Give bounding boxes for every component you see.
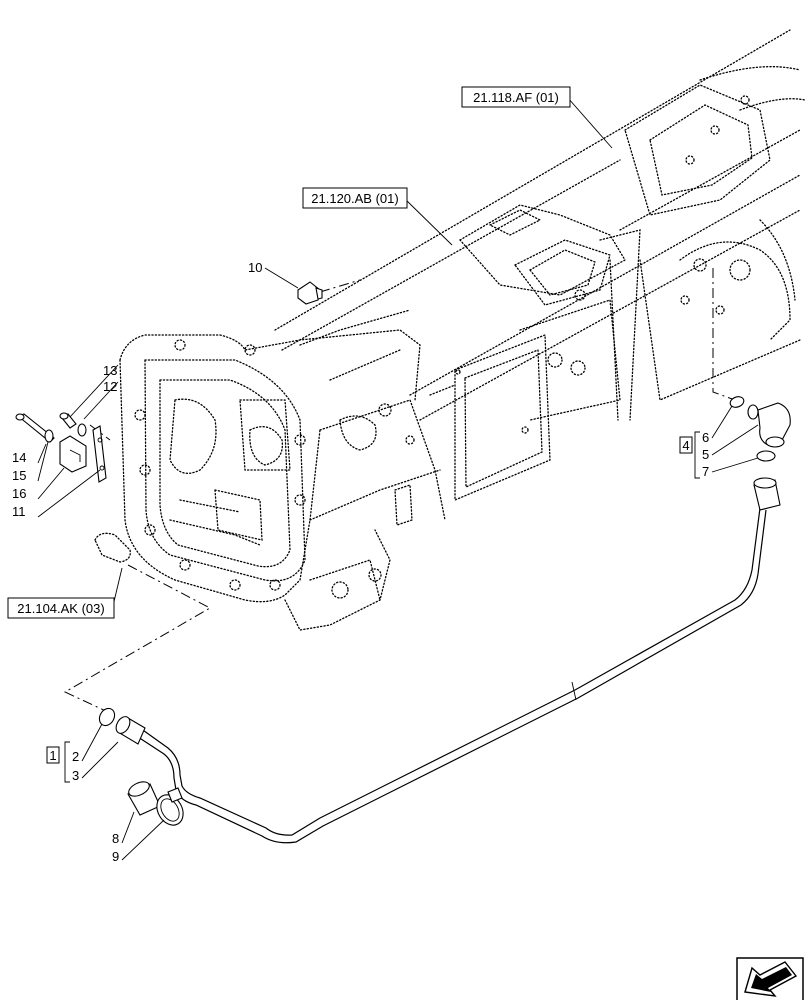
elbow-fitting bbox=[747, 402, 791, 448]
group-box-4 bbox=[679, 436, 693, 454]
arrow-back-icon[interactable] bbox=[736, 957, 804, 1000]
callout-3: 3 bbox=[72, 768, 79, 783]
o-ring-lower bbox=[756, 450, 776, 462]
o-ring-upper bbox=[729, 396, 745, 408]
hose-sleeve bbox=[127, 781, 161, 816]
callout-10: 10 bbox=[248, 260, 262, 275]
callout-11: 11 bbox=[12, 504, 26, 519]
callout-15: 15 bbox=[12, 468, 26, 483]
callout-4: 4 bbox=[682, 438, 689, 453]
callouts: 10 13 12 14 15 16 11 6 5 7 2 3 8 9 bbox=[12, 260, 709, 864]
group-brackets bbox=[64, 431, 700, 783]
callout-14: 14 bbox=[12, 450, 26, 465]
plug bbox=[297, 281, 323, 305]
callout-2: 2 bbox=[72, 749, 79, 764]
ref-21-120-ab-label: 21.120.AB (01) bbox=[311, 191, 398, 206]
callout-16: 16 bbox=[12, 486, 26, 501]
pipe bbox=[115, 477, 781, 844]
o-ring-front bbox=[98, 707, 116, 727]
callout-13: 13 bbox=[103, 363, 117, 378]
assembly-lines bbox=[63, 268, 736, 713]
ref-21-118-af-label: 21.118.AF (01) bbox=[473, 90, 559, 105]
callout-6: 6 bbox=[702, 430, 709, 445]
callout-5: 5 bbox=[702, 447, 709, 462]
leader-lines bbox=[37, 97, 759, 861]
ref-box-21-118-af[interactable]: 21.118.AF (01) bbox=[461, 86, 571, 108]
callout-9: 9 bbox=[112, 849, 119, 864]
ref-box-21-120-ab[interactable]: 21.120.AB (01) bbox=[302, 187, 408, 209]
callout-1: 1 bbox=[49, 748, 56, 763]
callout-7: 7 bbox=[702, 464, 709, 479]
callout-8: 8 bbox=[112, 831, 119, 846]
bracket-assembly bbox=[15, 412, 107, 483]
transmission-housing bbox=[119, 29, 806, 631]
ref-21-104-ak-label: 21.104.AK (03) bbox=[17, 601, 104, 616]
hose-clamp bbox=[156, 787, 184, 826]
housing-dowel bbox=[94, 532, 131, 563]
ref-box-21-104-ak[interactable]: 21.104.AK (03) bbox=[7, 597, 115, 619]
callout-12: 12 bbox=[103, 379, 117, 394]
group-box-1 bbox=[46, 746, 60, 764]
